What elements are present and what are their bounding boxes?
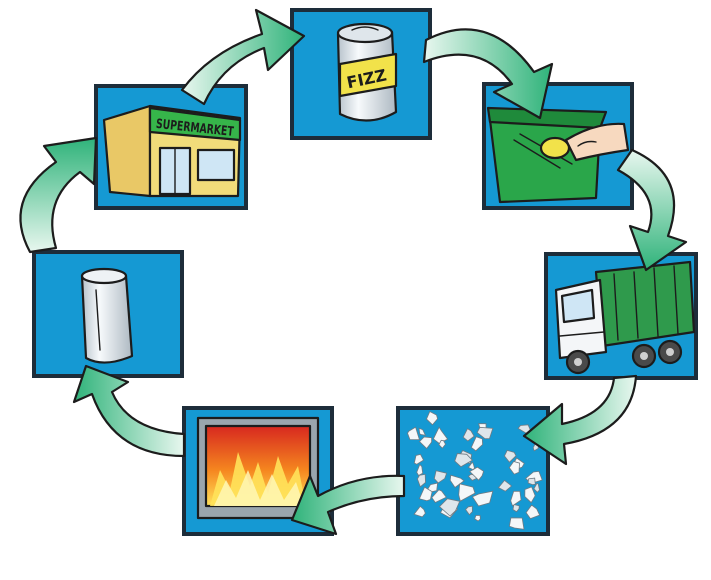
arrow-shreds-to-furnace xyxy=(290,474,406,536)
furnace-icon xyxy=(196,416,320,520)
aluminum-flake xyxy=(508,461,520,475)
panel-new-can xyxy=(32,250,184,378)
new-can-icon xyxy=(80,267,134,364)
panel-recycling-bin xyxy=(482,82,634,210)
aluminum-flake xyxy=(418,436,433,450)
aluminum-flake xyxy=(413,505,426,518)
aluminum-flake xyxy=(465,505,473,516)
aluminum-flake xyxy=(454,453,473,468)
aluminum-flake xyxy=(413,453,425,465)
aluminum-flake xyxy=(418,427,427,436)
aluminum-flake xyxy=(416,473,426,488)
aluminum-flake xyxy=(512,504,520,513)
aluminum-flake xyxy=(527,477,536,486)
arrow-newcan-to-store xyxy=(19,136,98,254)
aluminum-flake xyxy=(407,426,420,441)
aluminum-flake xyxy=(474,514,481,522)
aluminum-flake xyxy=(525,504,541,520)
aluminum-flake xyxy=(508,517,525,530)
aluminum-flake xyxy=(433,470,448,484)
aluminum-flake xyxy=(462,428,475,442)
aluminum-flake xyxy=(524,486,536,504)
aluminum-flake xyxy=(504,449,517,463)
arrow-can-to-bin xyxy=(422,28,554,120)
aluminum-shreds-icon xyxy=(407,410,543,530)
aluminum-flake xyxy=(449,474,465,489)
garbage-truck-icon xyxy=(554,260,696,375)
aluminum-flake xyxy=(497,479,513,492)
store-icon: SUPERMARKET xyxy=(102,104,242,198)
aluminum-flake xyxy=(476,426,494,440)
recycling-bin-icon xyxy=(486,106,630,204)
aluminum-flake xyxy=(458,483,476,502)
aluminum-flake xyxy=(471,490,494,507)
arrow-truck-to-shreds xyxy=(522,374,638,466)
aluminum-flake xyxy=(510,490,522,507)
arrow-store-to-can xyxy=(180,8,306,106)
panel-collection-truck xyxy=(544,252,698,380)
aluminum-flake xyxy=(431,489,447,504)
panel-store: SUPERMARKET xyxy=(94,84,248,210)
aluminum-flake xyxy=(467,461,475,471)
arrow-bin-to-truck xyxy=(616,148,688,272)
aluminum-flake xyxy=(426,410,439,426)
aluminum-flake xyxy=(438,439,446,449)
panel-shredded-aluminum xyxy=(396,406,550,536)
panel-beverage-can: FIZZ xyxy=(290,8,432,140)
beverage-can-icon: FIZZ xyxy=(336,22,398,122)
aluminum-flake xyxy=(418,486,433,502)
aluminum-flake xyxy=(470,436,484,452)
aluminum-flake xyxy=(533,482,540,493)
arrow-furnace-to-newcan xyxy=(72,364,186,458)
aluminum-flake xyxy=(438,498,461,517)
